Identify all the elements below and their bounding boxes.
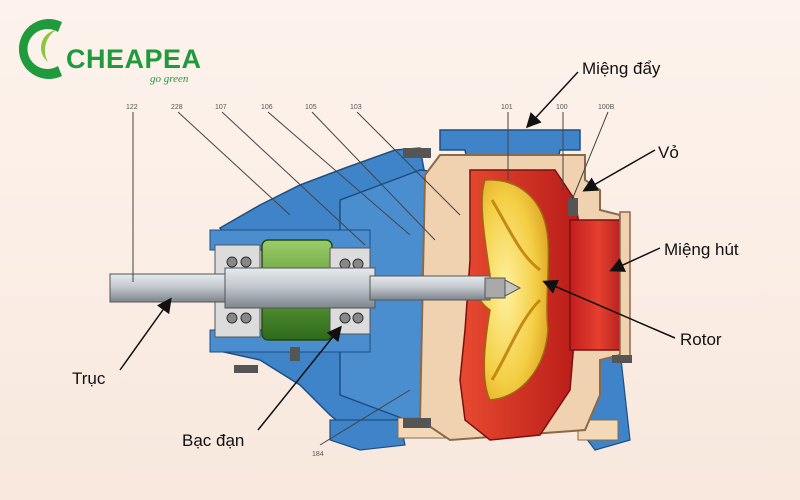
callout-labels: Miệng đẩy Vỏ Miệng hút Rotor Trục Bạc đạ… bbox=[72, 59, 739, 450]
logo-brand-text: CHEAPEA bbox=[66, 44, 202, 74]
bolts bbox=[234, 148, 632, 428]
label-rotor: Rotor bbox=[680, 330, 722, 349]
part-numbers: 122 228 107 106 105 103 101 100 100B 184 bbox=[126, 104, 615, 458]
part-number-228: 228 bbox=[171, 104, 183, 111]
callout-arrows bbox=[119, 71, 676, 431]
label-discharge: Miệng đẩy bbox=[582, 59, 661, 78]
logo-swoosh-icon bbox=[18, 19, 62, 79]
label-shaft: Trục bbox=[72, 369, 106, 388]
label-casing: Vỏ bbox=[658, 143, 679, 162]
rotor-arrow bbox=[542, 279, 676, 339]
part-number-103: 103 bbox=[350, 104, 362, 111]
bearing-arrow bbox=[257, 325, 342, 431]
discharge-arrow bbox=[525, 71, 579, 129]
part-number-100b: 100B bbox=[598, 104, 615, 111]
part-number-leaders bbox=[132, 111, 609, 446]
logo-tagline: go green bbox=[150, 73, 189, 85]
label-bearing: Bạc đạn bbox=[182, 431, 244, 450]
suction-arrow bbox=[609, 247, 661, 272]
suction-nozzle bbox=[569, 211, 631, 359]
part-number-105: 105 bbox=[305, 104, 317, 111]
label-suction: Miệng hút bbox=[664, 240, 739, 259]
part-number-100: 100 bbox=[556, 104, 568, 111]
shaft bbox=[109, 267, 522, 309]
shaft-arrow bbox=[119, 297, 172, 371]
part-number-107: 107 bbox=[215, 104, 227, 111]
cheapea-logo: CHEAPEA go green bbox=[18, 19, 202, 85]
part-number-101: 101 bbox=[501, 104, 513, 111]
logo-leaf-icon bbox=[40, 30, 56, 62]
part-number-122: 122 bbox=[126, 104, 138, 111]
part-number-106: 106 bbox=[261, 104, 273, 111]
part-number-184: 184 bbox=[312, 451, 324, 458]
casing-arrow bbox=[582, 149, 656, 192]
